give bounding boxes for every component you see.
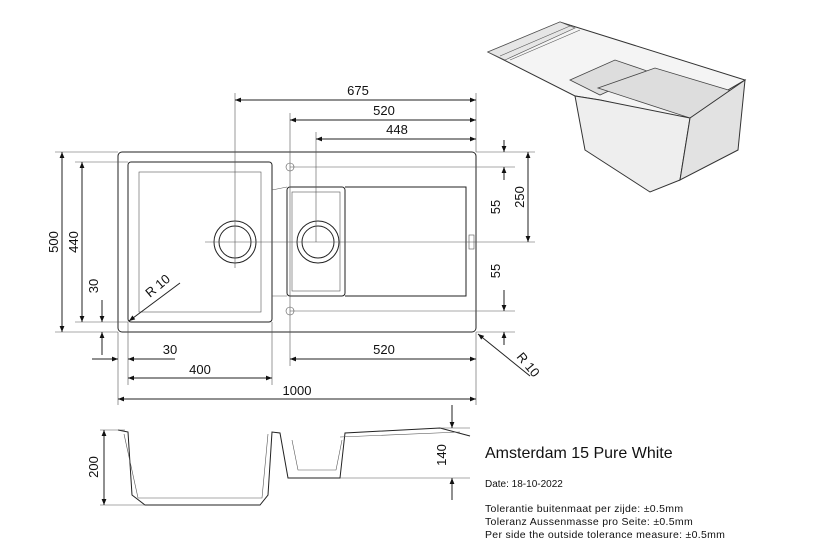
tolerance-de: Toleranz Aussenmasse pro Seite: ±0.5mm [485, 516, 694, 528]
dim-55-top: 55 [488, 200, 503, 214]
tolerance-nl: Tolerantie buitenmaat per zijde: ±0.5mm [485, 503, 684, 515]
dim-440: 440 [66, 231, 81, 253]
dim-448: 448 [386, 122, 408, 137]
dim-520-bottom: 520 [373, 342, 395, 357]
product-title: Amsterdam 15 Pure White [485, 445, 673, 462]
dim-r10-inner: R 10 [142, 271, 173, 300]
dim-500: 500 [46, 231, 61, 253]
dim-250: 250 [512, 186, 527, 208]
dim-520-top: 520 [373, 103, 395, 118]
dim-r10-outer: R 10 [514, 349, 543, 380]
dim-30-left: 30 [86, 279, 101, 293]
dim-200: 200 [86, 456, 101, 478]
dimension-labels: 675 520 448 500 440 30 R 10 R 10 30 400 … [46, 83, 543, 398]
dim-140: 140 [434, 444, 449, 466]
dim-675: 675 [347, 83, 369, 98]
dimension-lines [59, 97, 531, 402]
dim-400: 400 [189, 362, 211, 377]
dim-30-bottom: 30 [163, 342, 177, 357]
tolerance-en: Per side the outside tolerance measure: … [485, 529, 726, 541]
sink-side-view: 200 140 [86, 405, 471, 506]
sink-top-view [55, 93, 535, 405]
dim-1000: 1000 [283, 383, 312, 398]
sink-3d-render [486, 21, 747, 193]
drawing-date: Date: 18-10-2022 [485, 479, 563, 490]
dim-55-bottom: 55 [488, 264, 503, 278]
